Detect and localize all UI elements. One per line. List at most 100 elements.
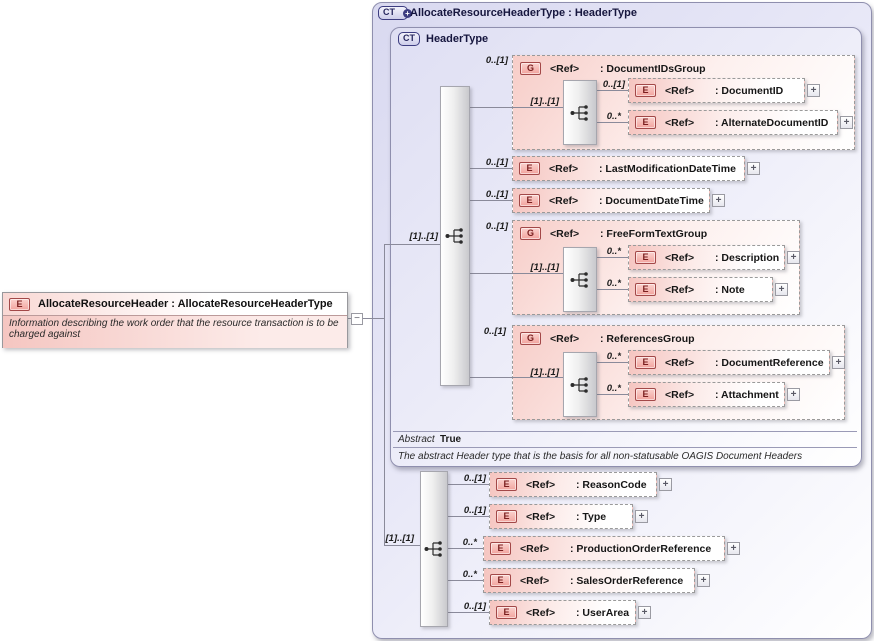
ref-label: <Ref> [665, 84, 695, 97]
connector-line [384, 545, 420, 546]
cardinality-label: 0..[1] [485, 157, 508, 168]
connector-line [597, 90, 628, 91]
headertype-title: HeaderType [426, 33, 489, 45]
divider [393, 447, 857, 448]
element-userarea[interactable]: E <Ref> : UserArea [489, 600, 636, 625]
element-icon: E [496, 510, 517, 523]
element-icon: E [635, 356, 656, 369]
element-name: : DocumentDateTime [599, 194, 704, 207]
ref-label: <Ref> [549, 194, 579, 207]
expand-button-type[interactable]: + [635, 510, 648, 523]
element-description[interactable]: E <Ref> : Description [628, 245, 785, 270]
element-icon: E [519, 162, 540, 175]
expand-button-reasoncode[interactable]: + [659, 478, 672, 491]
expand-button-documentdatetime[interactable]: + [712, 194, 725, 207]
connector-line [470, 107, 563, 108]
element-icon: E [496, 478, 517, 491]
element-name: : Note [715, 283, 745, 296]
ref-label: <Ref> [665, 356, 695, 369]
cardinality-label: [1]..[1] [530, 96, 560, 107]
expand-button-description[interactable]: + [787, 251, 800, 264]
element-name: : Attachment [715, 388, 779, 401]
element-type[interactable]: E <Ref> : Type [489, 504, 633, 529]
sequence-connector-referencesgroup[interactable] [563, 352, 597, 417]
cardinality-label: [1]..[1] [530, 367, 560, 378]
element-name: : ReasonCode [576, 478, 647, 491]
connector-line [384, 244, 440, 245]
ref-label: <Ref> [520, 542, 550, 555]
element-note[interactable]: E <Ref> : Note [628, 277, 773, 302]
divider [393, 431, 857, 432]
connector-line [348, 318, 384, 319]
element-alternatedocumentid[interactable]: E <Ref> : AlternateDocumentID [628, 110, 838, 135]
connector-line [597, 362, 628, 363]
sequence-icon [445, 228, 463, 244]
connector-line [470, 168, 512, 169]
cardinality-label: 0..* [606, 278, 621, 289]
derived-plus-icon: + [403, 8, 412, 18]
expand-button-alternatedocumentid[interactable]: + [840, 116, 853, 129]
ref-label: <Ref> [550, 332, 580, 345]
element-icon: E [635, 116, 656, 129]
complextype-icon: CT+ [378, 6, 412, 20]
abstract-label: Abstract [398, 434, 435, 445]
element-lastmodificationdatetime[interactable]: E <Ref> : LastModificationDateTime [512, 156, 745, 181]
element-name: : SalesOrderReference [570, 574, 684, 587]
cardinality-label: 0..[1] [463, 505, 486, 516]
expand-button-salesorderreference[interactable]: + [697, 574, 710, 587]
sequence-connector-headertype[interactable] [440, 86, 470, 386]
expand-button-productionorderreference[interactable]: + [727, 542, 740, 555]
connector-line [597, 257, 628, 258]
headertype-annotation: The abstract Header type that is the bas… [398, 451, 803, 462]
element-reasoncode[interactable]: E <Ref> : ReasonCode [489, 472, 657, 497]
connector-line [448, 516, 489, 517]
cardinality-label: 0..[1] [485, 189, 508, 200]
sequence-icon [570, 376, 588, 393]
sequence-icon [570, 104, 588, 121]
cardinality-label: 0..* [606, 246, 621, 257]
element-icon: E [9, 297, 30, 311]
connector-line [597, 394, 628, 395]
expand-button-note[interactable]: + [775, 283, 788, 296]
cardinality-label: [1]..[1] [385, 533, 415, 544]
group-name: : DocumentIDsGroup [600, 62, 706, 75]
group-name: : FreeFormTextGroup [600, 227, 708, 240]
abstract-value: True [440, 434, 462, 445]
sequence-connector-freeformtextgroup[interactable] [563, 247, 597, 312]
element-icon: E [490, 574, 511, 587]
element-name: : DocumentID [715, 84, 784, 97]
element-annotation: Information describing the work order th… [3, 316, 347, 348]
element-attachment[interactable]: E <Ref> : Attachment [628, 382, 785, 407]
expand-button-documentreference[interactable]: + [832, 356, 845, 369]
cardinality-label: 0..* [606, 351, 621, 362]
ref-label: <Ref> [520, 574, 550, 587]
collapse-button[interactable]: − [351, 313, 363, 325]
element-documentdatetime[interactable]: E <Ref> : DocumentDateTime [512, 188, 710, 213]
expand-button-lastmodificationdatetime[interactable]: + [747, 162, 760, 175]
element-documentid[interactable]: E <Ref> : DocumentID [628, 78, 805, 103]
group-icon: G [520, 227, 541, 240]
element-name: : AlternateDocumentID [715, 116, 829, 129]
element-salesorderreference[interactable]: E <Ref> : SalesOrderReference [483, 568, 695, 593]
connector-line [448, 548, 483, 549]
element-productionorderreference[interactable]: E <Ref> : ProductionOrderReference [483, 536, 725, 561]
sequence-icon [570, 271, 588, 288]
expand-button-attachment[interactable]: + [787, 388, 800, 401]
complextype-title: AllocateResourceHeaderType : HeaderType [410, 7, 638, 19]
ref-label: <Ref> [549, 162, 579, 175]
ref-label: <Ref> [550, 227, 580, 240]
cardinality-label: 0..* [606, 111, 621, 122]
element-name: : LastModificationDateTime [599, 162, 736, 175]
cardinality-label: 0..[1] [463, 473, 486, 484]
sequence-connector-extension[interactable] [420, 471, 448, 627]
expand-button-userarea[interactable]: + [638, 606, 651, 619]
connector-line [597, 289, 628, 290]
connector-line [470, 200, 512, 201]
ref-label: <Ref> [665, 283, 695, 296]
element-name: : DocumentReference [715, 356, 824, 369]
expand-button-documentid[interactable]: + [807, 84, 820, 97]
element-allocateresourceheader[interactable]: E AllocateResourceHeader : AllocateResou… [2, 292, 348, 348]
element-documentreference[interactable]: E <Ref> : DocumentReference [628, 350, 830, 375]
sequence-connector-documentidsgroup[interactable] [563, 80, 597, 145]
